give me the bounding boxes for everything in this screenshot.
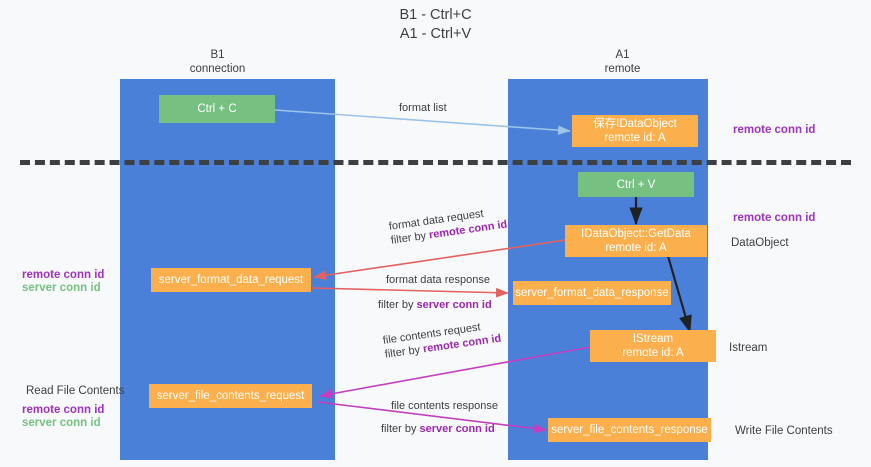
node-istream-label: IStream <box>632 333 674 345</box>
node-server-format-data-response-label: server_format_data_response <box>515 287 669 299</box>
title-line-2: A1 - Ctrl+V <box>399 26 472 42</box>
arrow-format-data-response <box>311 287 509 298</box>
column-header-a1: A1 remote <box>535 48 710 76</box>
edge-label-file-contents-response-filter: filter by server conn id <box>381 422 495 436</box>
side-label-dataobject: DataObject <box>731 236 789 251</box>
side-label-istream-text: Istream <box>729 342 768 354</box>
filter-prefix: filter by <box>384 343 424 361</box>
edge-label-format-data-response-filter: filter by server conn id <box>378 298 492 312</box>
node-server-file-contents-response-label: server_file_contents_response <box>551 424 708 436</box>
side-label-left-remote-conn-id-bottom: remote conn id <box>22 403 104 418</box>
side-label-remote-conn-id-top-text: remote conn id <box>733 124 816 136</box>
node-save-idataobject-label: 保存IDataObject <box>593 118 677 130</box>
node-ctrl-c-label: Ctrl + C <box>197 103 237 115</box>
side-label-istream: Istream <box>729 341 767 356</box>
side-label-left-server-conn-id-bottom-text: server conn id <box>22 417 101 429</box>
column-header-a1-name: A1 <box>615 49 630 61</box>
node-save-idataobject[interactable]: 保存IDataObject remote id: A <box>572 115 698 147</box>
filter-key-server-conn-id: server conn id <box>416 299 492 311</box>
node-idataobject-getdata-label: IDataObject::GetData <box>581 228 691 240</box>
node-ctrl-v[interactable]: Ctrl + V <box>578 172 694 197</box>
side-label-remote-conn-id-top: remote conn id <box>733 123 815 138</box>
edge-label-format-data-response: format data response <box>386 273 490 287</box>
edge-label-format-data-request: format data request filter by remote con… <box>388 204 508 248</box>
filter-key-server-conn-id: server conn id <box>419 423 495 435</box>
side-label-left-server-conn-id-bottom: server conn id <box>22 416 101 431</box>
side-label-left-remote-conn-id-bottom-text: remote conn id <box>22 404 105 416</box>
side-label-remote-conn-id-mid: remote conn id <box>733 211 815 226</box>
side-label-remote-conn-id-mid-text: remote conn id <box>733 212 816 224</box>
side-label-write-file-contents-text: Write File Contents <box>735 425 833 437</box>
filter-prefix: filter by <box>378 299 417 311</box>
column-header-a1-subtitle: remote <box>604 63 641 75</box>
side-label-left-server-conn-id-mid-text: server conn id <box>22 282 101 294</box>
node-server-format-data-request-label: server_format_data_request <box>158 274 304 286</box>
node-istream-sub: remote id: A <box>622 347 684 359</box>
edge-label-format-list: format list <box>399 101 447 115</box>
node-save-idataobject-sub: remote id: A <box>604 132 666 144</box>
node-server-file-contents-request[interactable]: server_file_contents_request <box>149 384 312 408</box>
node-ctrl-c[interactable]: Ctrl + C <box>159 95 275 123</box>
node-istream[interactable]: IStream remote id: A <box>590 330 716 362</box>
filter-prefix: filter by <box>381 423 420 435</box>
title-line-1: B1 - Ctrl+C <box>399 7 472 23</box>
side-label-left-remote-conn-id-mid-text: remote conn id <box>22 269 105 281</box>
edge-label-format-list-text: format list <box>399 102 447 114</box>
side-label-dataobject-text: DataObject <box>731 237 789 249</box>
page-title: B1 - Ctrl+C A1 - Ctrl+V <box>0 6 871 44</box>
node-server-format-data-response[interactable]: server_format_data_response <box>513 281 671 305</box>
side-label-write-file-contents: Write File Contents <box>735 424 833 439</box>
column-header-b1: B1 connection <box>130 48 305 76</box>
side-label-read-file-contents: Read File Contents <box>26 384 124 399</box>
section-divider-dashed <box>20 160 851 165</box>
edge-label-format-data-response-text: format data response <box>386 274 490 286</box>
node-ctrl-v-label: Ctrl + V <box>616 178 656 191</box>
edge-label-file-contents-response: file contents response <box>391 399 498 413</box>
node-idataobject-getdata[interactable]: IDataObject::GetData remote id: A <box>565 225 707 257</box>
column-header-b1-subtitle: connection <box>189 63 246 75</box>
node-server-format-data-request[interactable]: server_format_data_request <box>151 268 311 292</box>
node-idataobject-getdata-sub: remote id: A <box>605 242 667 254</box>
edge-label-file-contents-response-text: file contents response <box>391 400 499 412</box>
side-label-left-remote-conn-id-mid: remote conn id <box>22 268 104 283</box>
node-server-file-contents-request-label: server_file_contents_request <box>156 390 305 402</box>
column-header-b1-name: B1 <box>210 49 225 61</box>
edge-label-file-contents-request: file contents request filter by remote c… <box>382 318 502 362</box>
node-server-file-contents-response[interactable]: server_file_contents_response <box>548 418 711 442</box>
side-label-left-server-conn-id-mid: server conn id <box>22 281 101 296</box>
side-label-read-file-contents-text: Read File Contents <box>26 385 125 397</box>
filter-prefix: filter by <box>390 229 430 247</box>
